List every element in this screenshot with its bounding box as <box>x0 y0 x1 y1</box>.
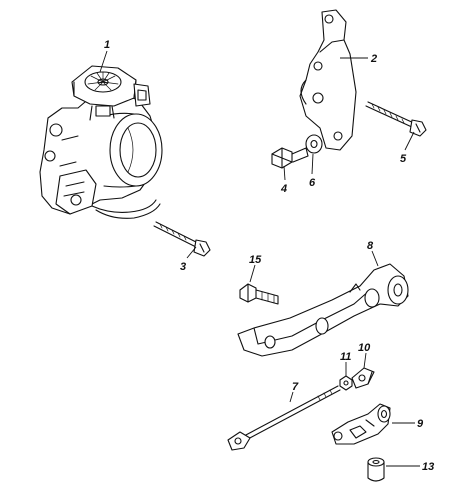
callout-15: 15 <box>249 254 262 266</box>
bolt-5 <box>365 101 427 137</box>
leader-6 <box>311 153 314 175</box>
callout-1: 1 <box>104 39 110 51</box>
leader-15 <box>249 264 256 283</box>
bracket <box>299 9 357 151</box>
lever-arm-8 <box>237 263 409 357</box>
leader-5 <box>404 131 415 151</box>
callout-6: 6 <box>309 177 316 189</box>
bolt-15 <box>239 283 279 305</box>
lever-9 <box>331 403 391 445</box>
leader-7 <box>289 391 294 403</box>
nut-11 <box>339 375 353 391</box>
leader-8 <box>371 250 379 267</box>
long-bolt-3 <box>153 221 211 257</box>
link-rod-7 <box>227 385 341 451</box>
rod-end-10 <box>351 367 375 389</box>
washer-6 <box>305 134 323 154</box>
callout-labels: 1 2 3 4 5 6 7 8 9 10 11 13 15 <box>104 39 434 473</box>
callout-9: 9 <box>417 418 424 430</box>
callout-4: 4 <box>280 183 287 195</box>
leader-4 <box>283 165 286 181</box>
bolt-4 <box>271 147 309 169</box>
leader-lines <box>99 50 420 467</box>
leader-10 <box>363 352 367 369</box>
collar-13 <box>367 457 385 482</box>
callout-2: 2 <box>370 53 377 65</box>
callout-5: 5 <box>400 153 407 165</box>
leader-3 <box>186 246 197 259</box>
callout-11: 11 <box>340 351 351 363</box>
callout-10: 10 <box>358 342 371 354</box>
callout-3: 3 <box>180 261 186 273</box>
leader-1 <box>99 50 108 73</box>
callout-13: 13 <box>422 461 434 473</box>
callout-8: 8 <box>367 240 374 252</box>
throttle-body <box>39 65 163 219</box>
callout-7: 7 <box>292 381 299 393</box>
